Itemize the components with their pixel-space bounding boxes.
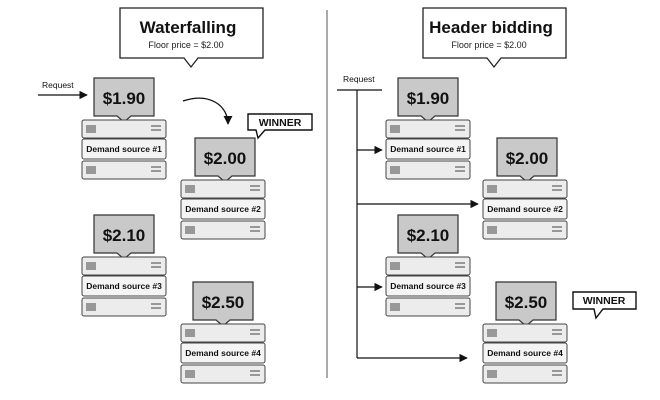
demand-source-1: $1.90 Demand source #1 bbox=[81, 77, 167, 180]
price-bubble: $2.10 bbox=[397, 214, 459, 260]
price-bubble: $2.00 bbox=[496, 137, 558, 183]
header-bidding-panel: Header bidding Floor price = $2.00 Reque… bbox=[337, 7, 637, 384]
demand-source-2: $2.00 Demand source #2 bbox=[482, 137, 568, 240]
demand-source-label: Demand source #4 bbox=[487, 348, 563, 358]
demand-source-label: Demand source #3 bbox=[86, 281, 162, 291]
winner-label: WINNER bbox=[259, 117, 302, 129]
price-bubble: $2.10 bbox=[93, 214, 155, 260]
winner-badge: WINNER bbox=[572, 291, 637, 320]
bid-price: $2.00 bbox=[506, 149, 549, 168]
server-stack: Demand source #3 bbox=[81, 256, 167, 317]
waterfalling-panel: Waterfalling Floor price = $2.00 Request… bbox=[38, 7, 313, 384]
demand-source-4: $2.50 Demand source #4 bbox=[482, 281, 568, 384]
demand-source-2: $2.00 Demand source #2 bbox=[180, 137, 266, 240]
bid-price: $1.90 bbox=[407, 89, 450, 108]
demand-source-label: Demand source #1 bbox=[86, 144, 162, 154]
demand-source-label: Demand source #2 bbox=[487, 204, 563, 214]
panel-title: Header bidding bbox=[429, 18, 553, 37]
server-stack: Demand source #2 bbox=[180, 179, 266, 240]
bid-price: $2.50 bbox=[202, 293, 245, 312]
demand-source-label: Demand source #3 bbox=[390, 281, 466, 291]
waterfalling-title-box: Waterfalling Floor price = $2.00 bbox=[119, 7, 264, 69]
bid-price: $2.10 bbox=[407, 226, 450, 245]
demand-source-3: $2.10 Demand source #3 bbox=[385, 214, 471, 317]
demand-source-3: $2.10 Demand source #3 bbox=[81, 214, 167, 317]
server-stack: Demand source #1 bbox=[385, 119, 471, 180]
bid-price: $2.50 bbox=[505, 293, 548, 312]
server-stack: Demand source #4 bbox=[482, 323, 568, 384]
request-label: Request bbox=[42, 80, 74, 90]
request-label: Request bbox=[343, 74, 375, 84]
floor-price-label: Floor price = $2.00 bbox=[148, 40, 223, 50]
price-bubble: $2.50 bbox=[192, 281, 254, 327]
server-stack: Demand source #2 bbox=[482, 179, 568, 240]
winner-label: WINNER bbox=[583, 295, 626, 307]
demand-source-4: $2.50 Demand source #4 bbox=[180, 281, 266, 384]
price-bubble: $1.90 bbox=[397, 77, 459, 123]
waterfall-curved-arrow bbox=[182, 97, 233, 125]
demand-source-label: Demand source #2 bbox=[185, 204, 261, 214]
server-stack: Demand source #3 bbox=[385, 256, 471, 317]
server-stack: Demand source #4 bbox=[180, 323, 266, 384]
floor-price-label: Floor price = $2.00 bbox=[451, 40, 526, 50]
demand-source-label: Demand source #4 bbox=[185, 348, 261, 358]
bid-price: $1.90 bbox=[103, 89, 146, 108]
price-bubble: $2.00 bbox=[194, 137, 256, 183]
panel-title: Waterfalling bbox=[140, 18, 237, 37]
price-bubble: $1.90 bbox=[93, 77, 155, 123]
bid-price: $2.10 bbox=[103, 226, 146, 245]
demand-source-label: Demand source #1 bbox=[390, 144, 466, 154]
server-stack: Demand source #1 bbox=[81, 119, 167, 180]
parallel-request-arrows bbox=[337, 89, 479, 363]
demand-source-1: $1.90 Demand source #1 bbox=[385, 77, 471, 180]
winner-badge: WINNER bbox=[247, 113, 313, 140]
price-bubble: $2.50 bbox=[495, 281, 557, 327]
header-bidding-title-box: Header bidding Floor price = $2.00 bbox=[422, 7, 567, 69]
bid-price: $2.00 bbox=[204, 149, 247, 168]
